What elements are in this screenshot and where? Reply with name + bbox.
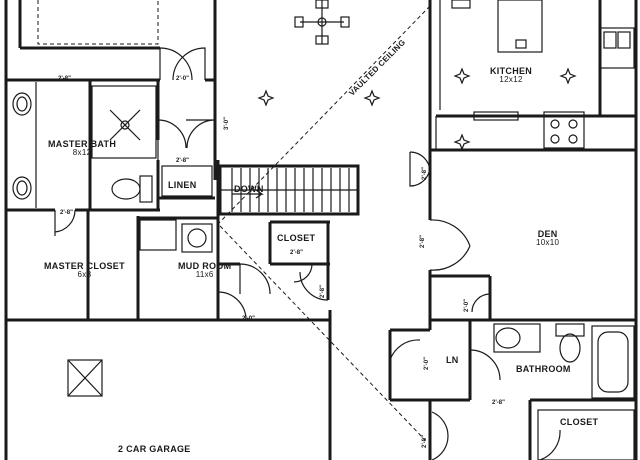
garage xyxy=(67,359,103,397)
ln-door xyxy=(389,339,421,361)
linen-closet xyxy=(161,165,213,197)
dim-label: 2'-8" xyxy=(492,400,505,406)
closet-hall-label: CLOSET xyxy=(277,233,316,243)
dim-label: 2'-8" xyxy=(420,235,426,248)
den-door xyxy=(429,219,471,271)
vanity-sinks xyxy=(12,82,37,208)
ln-label: LN xyxy=(446,355,459,365)
den-door-upper xyxy=(409,151,431,187)
dim-label: 2'-0" xyxy=(464,299,470,312)
bathroom-fixtures xyxy=(493,323,635,399)
light-icon xyxy=(363,89,381,107)
dim-label: 2'-8" xyxy=(422,435,428,448)
light-fixtures xyxy=(257,67,577,151)
washer xyxy=(181,223,213,253)
dim-label: 2'-8" xyxy=(58,76,71,82)
dim-label: 2'-0" xyxy=(424,357,430,370)
range xyxy=(543,111,585,149)
den-walls xyxy=(388,150,636,460)
master-bath-walls xyxy=(6,0,217,212)
dim-label: 2'-0" xyxy=(176,76,189,82)
mud-door xyxy=(239,263,271,295)
master-closet-size: 6x8 xyxy=(77,270,92,280)
kitchen-walls xyxy=(428,0,636,180)
den-closet-door xyxy=(471,293,491,313)
mud-sink xyxy=(139,219,177,251)
dim-label: 3'-0" xyxy=(224,117,230,130)
light-icon xyxy=(453,67,471,85)
ceiling-outline xyxy=(37,0,159,45)
vaulted-ceiling-line xyxy=(217,5,431,225)
master-bath-size: 8x12 xyxy=(72,148,92,158)
closet-door xyxy=(293,263,313,283)
garage-label: 2 CAR GARAGE xyxy=(118,444,191,454)
ceiling-fan xyxy=(294,0,350,45)
den-size: 10x10 xyxy=(536,238,560,248)
mud-room-size: 11x6 xyxy=(195,270,214,280)
dim-label: 2'-8" xyxy=(290,250,303,256)
stair-treads xyxy=(231,168,350,212)
closet-bottom-label: CLOSET xyxy=(560,417,599,427)
kitchen-size: 12x12 xyxy=(499,75,523,85)
dim-label: 2'-8" xyxy=(422,167,428,180)
dim-label: 2'-8" xyxy=(176,158,189,164)
master-toilet xyxy=(111,175,153,203)
vaulted-ceiling-line-lower xyxy=(219,225,426,441)
closet-bottom-box xyxy=(537,409,635,460)
dim-label: 2'-8" xyxy=(60,210,73,216)
shower-stall xyxy=(91,85,157,159)
light-icon xyxy=(257,89,275,107)
kitchen-island xyxy=(497,0,543,53)
bathroom-label: BATHROOM xyxy=(516,364,571,374)
kitchen-sink xyxy=(599,27,635,69)
kitchen-counter xyxy=(473,111,519,121)
down-label: DOWN xyxy=(234,184,264,194)
light-icon xyxy=(559,67,577,85)
hall-door xyxy=(431,411,449,460)
dim-label: 2'-8" xyxy=(320,285,326,298)
closet-door-bottom xyxy=(539,429,561,460)
down-arrow xyxy=(232,189,264,199)
light-icon xyxy=(453,133,471,151)
linen-label: LINEN xyxy=(168,180,197,190)
exterior-walls xyxy=(4,0,638,460)
stairs xyxy=(218,164,360,216)
bathroom-door xyxy=(469,349,501,381)
dim-label: 2'-0" xyxy=(242,316,255,322)
